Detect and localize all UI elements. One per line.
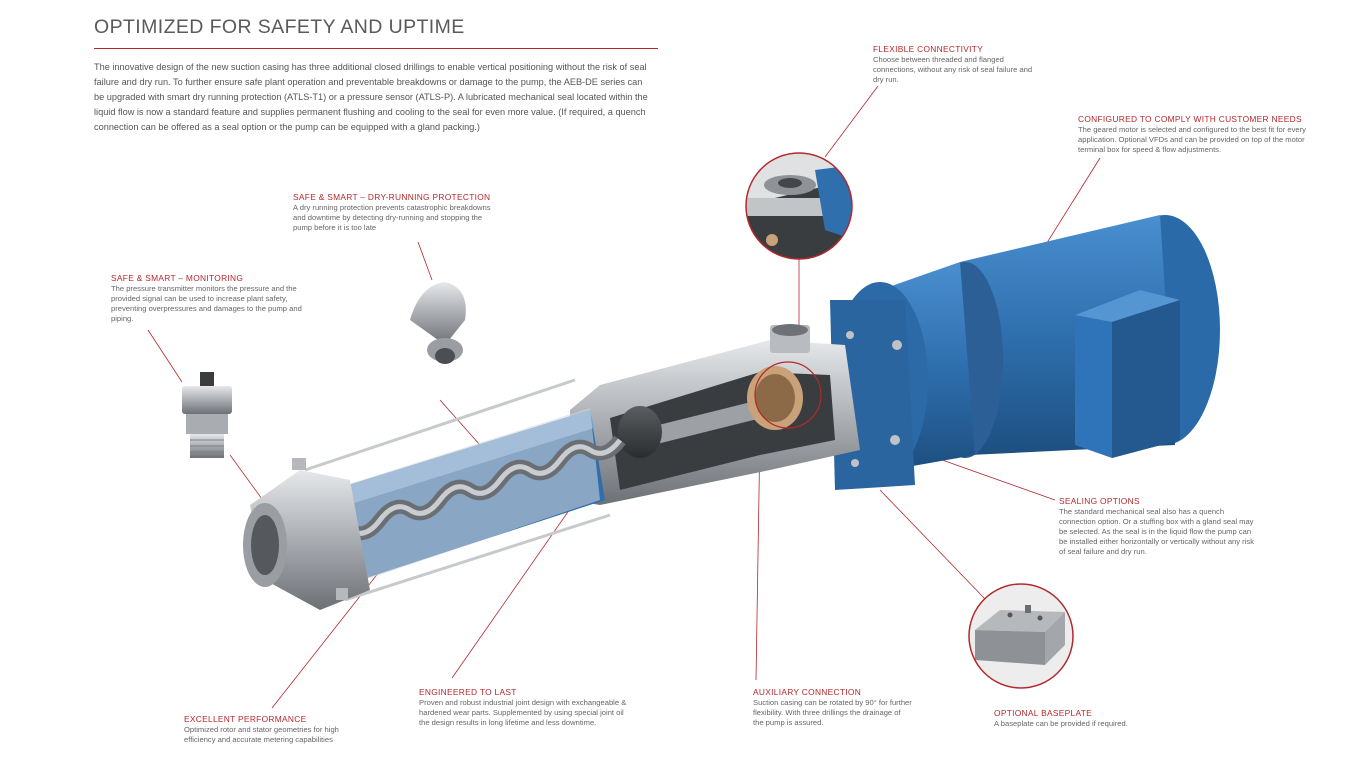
baseplate-inset [968,583,1074,689]
callout-text: Choose between threaded and flanged conn… [873,55,1033,84]
intro-paragraph: The innovative design of the new suction… [94,62,648,132]
callout-text: A dry running protection prevents catast… [293,203,491,232]
callout-baseplate: OPTIONAL BASEPLATE A baseplate can be pr… [994,708,1174,729]
seal-highlight-ring [754,361,822,429]
callout-heading: CONFIGURED TO COMPLY WITH CUSTOMER NEEDS [1078,114,1302,124]
callout-text: Proven and robust industrial joint desig… [419,698,627,727]
callout-monitoring: SAFE & SMART – MONITORING The pressure t… [111,273,311,324]
callout-dry-running: SAFE & SMART – DRY-RUNNING PROTECTION A … [293,192,493,233]
stator-tube [300,378,626,602]
geared-motor [830,215,1220,490]
callout-configured: CONFIGURED TO COMPLY WITH CUSTOMER NEEDS… [1078,114,1308,155]
flexible-connectivity-inset [745,152,853,260]
callout-heading: SAFE & SMART – DRY-RUNNING PROTECTION [293,192,491,202]
callout-text: A baseplate can be provided if required. [994,719,1128,728]
callout-auxiliary: AUXILIARY CONNECTION Suction casing can … [753,687,913,728]
title-divider [94,48,658,49]
callout-text: The standard mechanical seal also has a … [1059,507,1254,556]
callout-heading: FLEXIBLE CONNECTIVITY [873,44,984,54]
pump-housing [570,324,860,505]
pressure-transmitter [182,372,232,458]
suction-casing [243,458,370,610]
callout-heading: OPTIONAL BASEPLATE [994,708,1093,718]
callout-performance: EXCELLENT PERFORMANCE Optimized rotor an… [184,714,344,745]
callout-sealing: SEALING OPTIONS The standard mechanical … [1059,496,1259,557]
dry-running-sensor [410,282,466,364]
callout-heading: SEALING OPTIONS [1059,496,1140,506]
callout-heading: SAFE & SMART – MONITORING [111,273,244,283]
callout-text: The geared motor is selected and configu… [1078,125,1306,154]
callout-text: Optimized rotor and stator geometries fo… [184,725,339,744]
callout-heading: ENGINEERED TO LAST [419,687,517,697]
page-title: OPTIMIZED FOR SAFETY AND UPTIME [94,16,465,38]
callout-heading: EXCELLENT PERFORMANCE [184,714,307,724]
callout-heading: AUXILIARY CONNECTION [753,687,862,697]
callout-flexible-connectivity: FLEXIBLE CONNECTIVITY Choose between thr… [873,44,1043,85]
callout-text: The pressure transmitter monitors the pr… [111,284,302,323]
callout-text: Suction casing can be rotated by 90° for… [753,698,912,727]
callout-engineered: ENGINEERED TO LAST Proven and robust ind… [419,687,629,728]
